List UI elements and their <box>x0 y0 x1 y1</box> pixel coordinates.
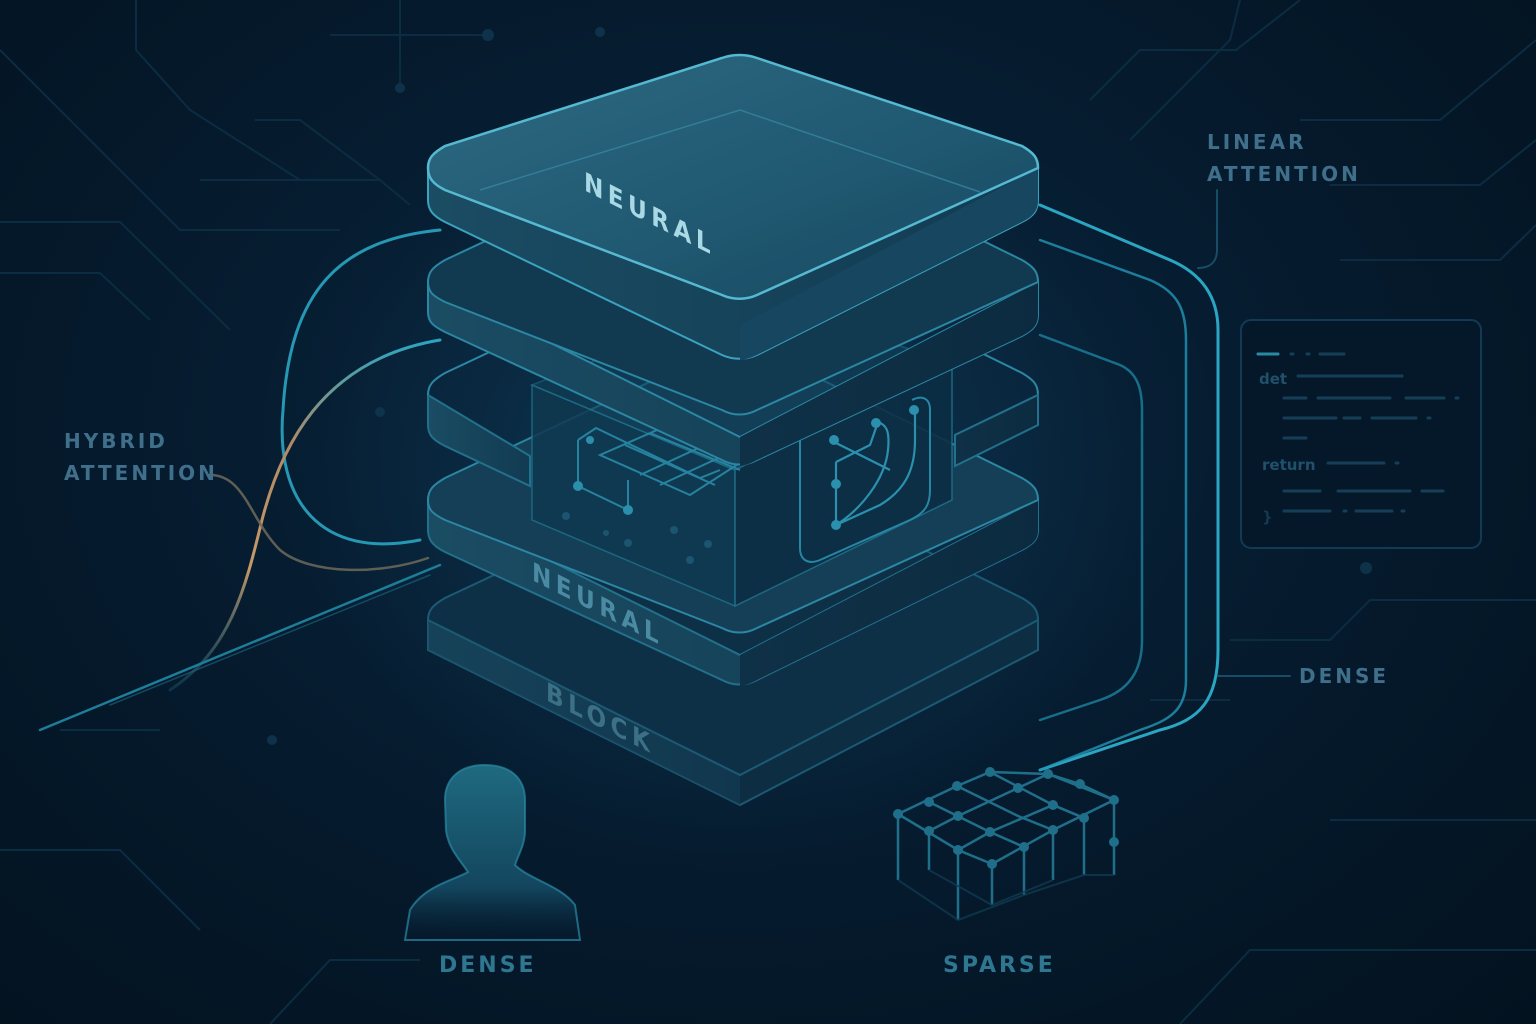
label-linear-attention-line1: LINEAR <box>1207 130 1307 154</box>
label-hybrid-attention-line1: HYBRID <box>64 429 168 453</box>
code-keyword-return: return <box>1262 456 1316 474</box>
code-keyword-det: det <box>1259 370 1287 388</box>
label-dense-right: DENSE <box>1299 664 1390 688</box>
label-dense-bottom: DENSE <box>439 953 537 978</box>
label-linear-attention: LINEAR ATTENTION <box>1207 126 1361 190</box>
label-hybrid-attention-line2: ATTENTION <box>64 461 218 485</box>
sparse-lattice-reflection <box>897 869 1114 922</box>
sparse-lattice-nodes <box>893 767 1119 869</box>
neural-block-stack[interactable]: BLOCK NEURAL <box>426 53 1040 807</box>
label-hybrid-attention: HYBRID ATTENTION <box>64 425 218 489</box>
label-linear-attention-line2: ATTENTION <box>1207 162 1361 186</box>
sparse-lattice-icon <box>896 770 1116 920</box>
code-closing-brace: } <box>1262 508 1273 526</box>
person-silhouette-icon <box>403 763 582 941</box>
connector-lines <box>38 189 1291 772</box>
layer-neural-top[interactable]: NEURAL <box>426 53 1040 360</box>
label-sparse-bottom: SPARSE <box>943 953 1056 978</box>
code-snippet-panel: det return } <box>1240 319 1482 549</box>
layer-3[interactable] <box>427 332 1040 488</box>
